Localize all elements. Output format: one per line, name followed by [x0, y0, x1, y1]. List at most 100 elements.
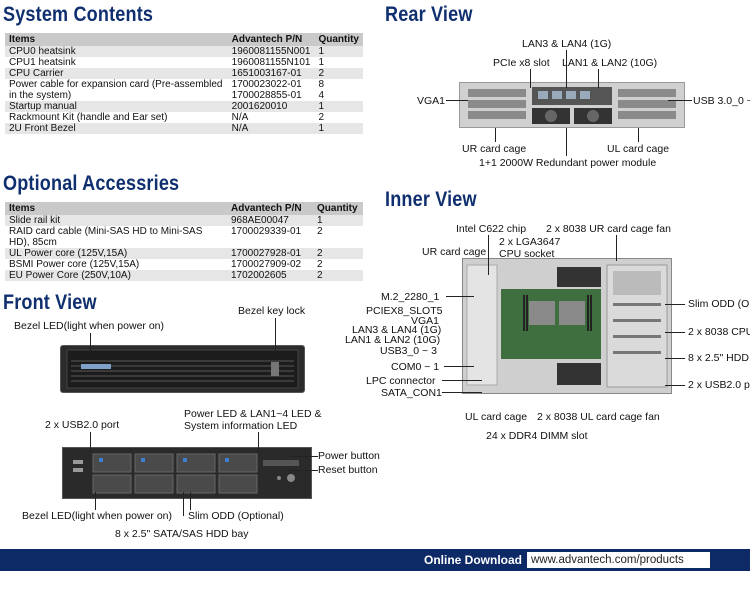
col-header-items: Items [5, 33, 228, 46]
cell-part-number: 2001620010 [227, 101, 315, 112]
inner-ul-fan-label: 2 x 8038 UL card cage fan [537, 411, 660, 423]
rear-view-title: Rear View [385, 3, 473, 26]
front-bezel-led-bottom-label: Bezel LED(light when power on) [22, 510, 172, 522]
cell-item: CPU1 heatsink [5, 57, 228, 68]
inner-lga-line1: 2 x LGA3647 [499, 236, 561, 248]
power-button-label: Power button [318, 450, 380, 462]
inner-ur-card-cage-label: UR card cage [422, 246, 487, 258]
system-contents-title: System Contents [3, 3, 154, 26]
cell-part-number: 968AE00047 [227, 215, 313, 226]
cell-quantity: 2 [313, 270, 363, 281]
hdd-bay-label: 8 x 2.5" SATA/SAS HDD bay [115, 528, 249, 540]
col-header-items: Items [5, 202, 227, 215]
cell-item: RAID card cable (Mini-SAS HD to Mini-SAS… [5, 226, 227, 248]
inner-slim-odd-label: Slim ODD (O [688, 298, 750, 310]
cell-item: EU Power Core (250V,10A) [5, 270, 227, 281]
inner-chassis-image [462, 258, 672, 394]
cell-part-number: 1702002605 [227, 270, 313, 281]
cell-item: Startup manual [5, 101, 228, 112]
inner-hdd-label: 8 x 2.5" HDD [688, 352, 749, 364]
inner-lga-line2: CPU socket [499, 248, 555, 260]
cell-part-number: N/A [227, 123, 315, 134]
col-header-pn: Advantech P/N [227, 33, 315, 46]
inner-cpu-fan-label: 2 x 8038 CPU [688, 326, 750, 338]
optional-accessories-title: Optional Accessries [3, 172, 180, 195]
rear-lan34-label: LAN3 & LAN4 (1G) [522, 38, 612, 50]
usb2-port-label: 2 x USB2.0 port [45, 419, 120, 431]
download-url-link[interactable]: www.advantech.com/products [527, 552, 710, 568]
reset-button-label: Reset button [318, 464, 378, 476]
cell-item: Slide rail kit [5, 215, 227, 226]
inner-vga1-label: VGA1 [411, 315, 440, 327]
cell-quantity: 2 [313, 226, 363, 248]
bezel-key-lock-label: Bezel key lock [238, 305, 306, 317]
slim-odd-label: Slim ODD (Optional) [188, 510, 284, 522]
cell-quantity: 2 [314, 112, 363, 123]
cell-quantity: 2 [313, 248, 363, 259]
cell-item: CPU0 heatsink [5, 46, 228, 57]
rear-chassis-image [459, 82, 685, 128]
inner-pciex8-label: PCIEX8_SLOT5 [366, 305, 443, 317]
rear-vga1-label: VGA1 [417, 95, 446, 107]
inner-com-label: COM0 ~ 1 [391, 361, 440, 373]
front-chassis-image [62, 447, 312, 499]
col-header-pn: Advantech P/N [227, 202, 313, 215]
cell-part-number: 1700023022-01 1700028855-01 [227, 79, 315, 101]
inner-intel-chip-label: Intel C622 chip [456, 223, 527, 235]
power-led-label-line2: System information LED [184, 420, 298, 432]
inner-dimm-label: 24 x DDR4 DIMM slot [486, 430, 588, 442]
cell-quantity: 8 4 [314, 79, 363, 101]
online-download-label: Online Download [424, 553, 522, 567]
cell-quantity: 1 [314, 46, 363, 57]
table-header-row: Items Advantech P/N Quantity [5, 33, 363, 46]
cell-part-number: N/A [227, 112, 315, 123]
inner-ul-card-cage-label: UL card cage [465, 411, 528, 423]
cell-part-number: 1700027909-02 [227, 259, 313, 270]
cell-quantity: 1 [314, 123, 363, 134]
front-bezel-led-label: Bezel LED(light when power on) [14, 320, 164, 332]
inner-sata-label: SATA_CON1 [381, 387, 442, 399]
cell-part-number: 1651003167-01 [227, 68, 315, 79]
rear-ur-card-cage-label: UR card cage [462, 143, 527, 155]
col-header-qty: Quantity [313, 202, 363, 215]
cell-quantity: 1 [314, 57, 363, 68]
inner-lan12-label: LAN1 & LAN2 (10G) [345, 334, 441, 346]
footer-bar: Online Download www.advantech.com/produc… [0, 549, 750, 571]
rear-pcie-label: PCIe x8 slot [493, 57, 550, 69]
cell-quantity: 2 [314, 68, 363, 79]
inner-usb3-label: USB3_0 ~ 3 [380, 345, 437, 357]
inner-usb2-label: 2 x USB2.0 p [688, 379, 750, 391]
system-contents-table: Items Advantech P/N Quantity CPU0 heatsi… [5, 33, 363, 134]
cell-part-number: 1960081155N001 [227, 46, 315, 57]
cell-item: 2U Front Bezel [5, 123, 228, 134]
cell-item: CPU Carrier [5, 68, 228, 79]
inner-lan34-label: LAN3 & LAN4 (1G) [352, 324, 442, 336]
cell-part-number: 1700027928-01 [227, 248, 313, 259]
front-view-title: Front View [3, 291, 97, 314]
rear-ul-card-cage-label: UL card cage [607, 143, 670, 155]
power-led-label-line1: Power LED & LAN1~4 LED & [184, 408, 322, 420]
inner-view-title: Inner View [385, 188, 477, 211]
cell-part-number: 1960081155N101 [227, 57, 315, 68]
rear-usb3-label: USB 3.0_0 ~ [693, 95, 750, 107]
inner-ur-fan-label: 2 x 8038 UR card cage fan [546, 223, 671, 235]
cell-item: BSMI Power core (125V,15A) [5, 259, 227, 270]
col-header-qty: Quantity [314, 33, 363, 46]
table-header-row: Items Advantech P/N Quantity [5, 202, 363, 215]
rear-lan12-label: LAN1 & LAN2 (10G) [562, 57, 658, 69]
power-led-label: Power LED & LAN1~4 LED & System informat… [184, 408, 321, 432]
cell-item: Rackmount Kit (handle and Ear set) [5, 112, 228, 123]
inner-lpc-label: LPC connector [366, 375, 436, 387]
cell-part-number: 1700029339-01 [227, 226, 313, 248]
cell-item: Power cable for expansion card (Pre-asse… [5, 79, 228, 101]
